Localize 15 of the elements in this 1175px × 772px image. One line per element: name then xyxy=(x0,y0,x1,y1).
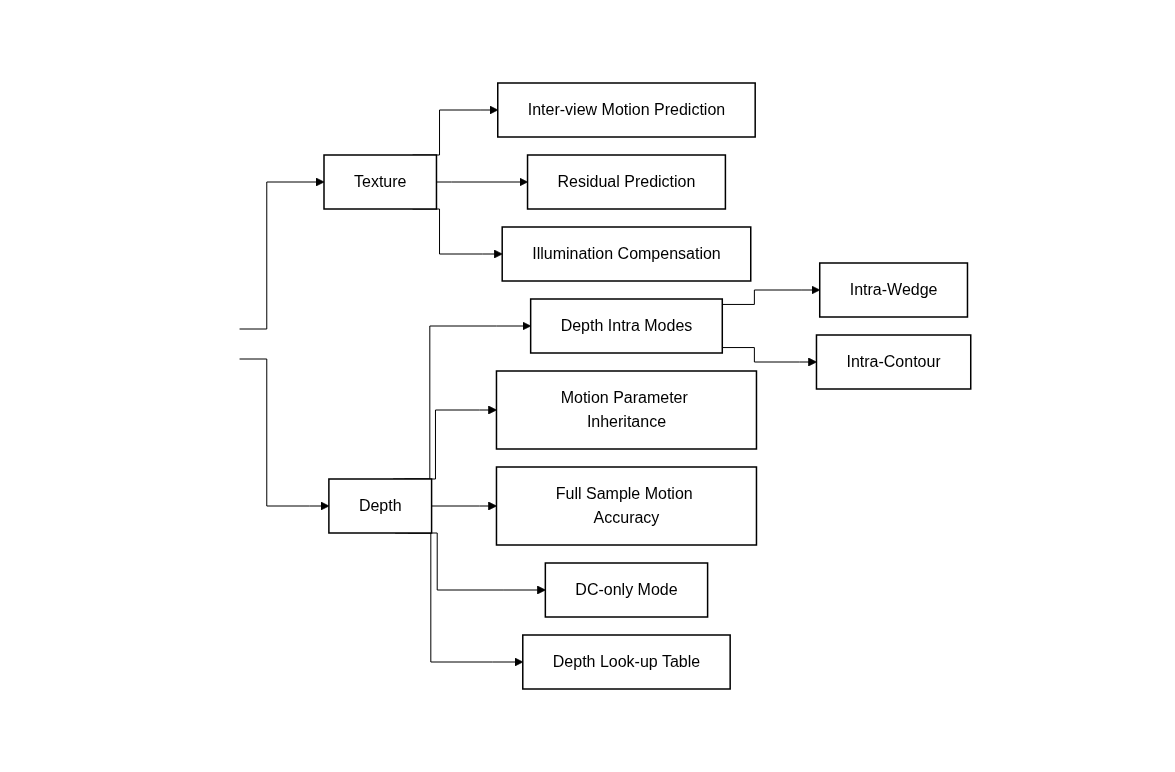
node-box: Full Sample Motion Accuracy xyxy=(495,466,758,546)
node-box: Depth Intra Modes xyxy=(530,298,724,354)
node-box: Intra-Wedge xyxy=(819,262,969,318)
node-box: Depth Look-up Table xyxy=(522,634,732,690)
node-box: Depth xyxy=(328,478,433,534)
arrow xyxy=(431,501,497,511)
node-box: Intra-Contour xyxy=(815,334,972,390)
node-box: Motion Parameter Inheritance xyxy=(495,370,758,450)
node-box: Texture xyxy=(323,154,438,210)
node-box: Residual Prediction xyxy=(526,154,727,210)
arrow xyxy=(239,177,325,330)
node-box: Illumination Compensation xyxy=(501,226,752,282)
node-box: Inter-view Motion Prediction xyxy=(497,82,757,138)
arrow xyxy=(239,358,330,511)
node-box: DC-only Mode xyxy=(544,562,709,618)
